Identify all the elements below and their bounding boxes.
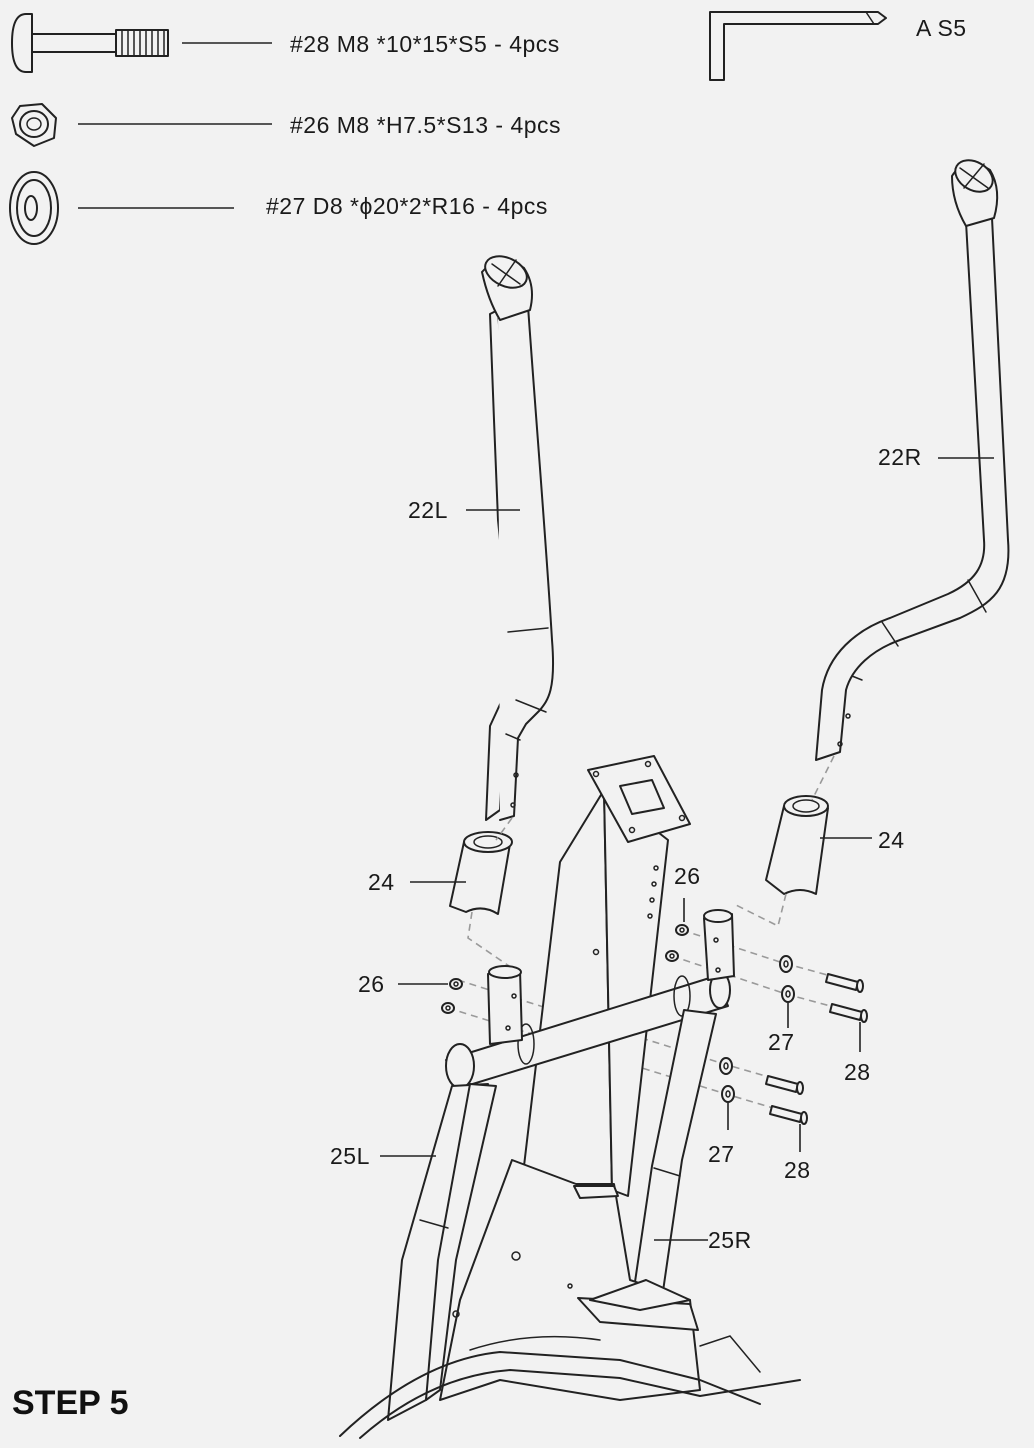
washer-pair-lower [719, 1057, 735, 1103]
bolt-pair-lower [765, 1075, 808, 1125]
nut-spec: #26 M8 *H7.5*S13 - 4pcs [290, 112, 561, 138]
step-title: STEP 5 [12, 1384, 129, 1422]
washer-pair-upper [779, 955, 795, 1003]
nut-pair-right [665, 924, 689, 962]
lower-arm-assembly [387, 909, 735, 1421]
base-housing [339, 1159, 801, 1439]
label-22r: 22R [878, 444, 922, 470]
washer-spec: #27 D8 *ϕ20*2*R16 - 4pcs [266, 193, 548, 219]
label-26-left: 26 [358, 971, 385, 997]
bolt-icon [11, 13, 169, 73]
label-24-left: 24 [368, 869, 395, 895]
label-28-upper: 28 [844, 1059, 871, 1085]
washer-icon [9, 171, 59, 245]
bolt-spec: #28 M8 *10*15*S5 - 4pcs [290, 31, 560, 57]
nut-pair-left [441, 978, 463, 1014]
nut-icon [11, 103, 57, 147]
label-25r: 25R [708, 1227, 752, 1253]
handlebar-left [481, 255, 555, 821]
label-25l: 25L [330, 1143, 370, 1169]
label-27-upper: 27 [768, 1029, 795, 1055]
label-24-right: 24 [878, 827, 905, 853]
bolt-pair-upper [825, 973, 868, 1023]
sleeve-right [765, 795, 829, 895]
hex-key-icon [709, 11, 887, 81]
label-22l: 22L [408, 497, 448, 523]
handlebar-right [815, 159, 1010, 761]
sleeve-left [449, 831, 513, 915]
label-26-right: 26 [674, 863, 701, 889]
label-28-lower: 28 [784, 1157, 811, 1183]
tool-label: A S5 [916, 15, 967, 41]
label-27-lower: 27 [708, 1141, 735, 1167]
